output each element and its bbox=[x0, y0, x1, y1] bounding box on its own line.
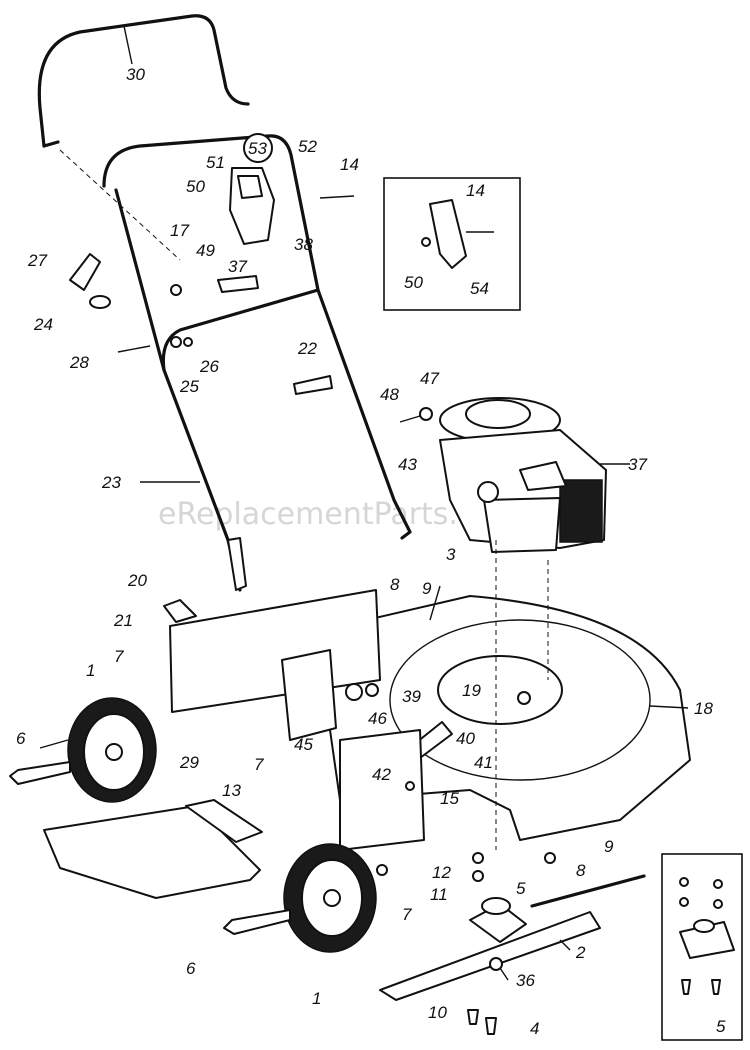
callout-20: 20 bbox=[127, 571, 147, 590]
callout-1b: 1 bbox=[312, 989, 321, 1008]
callout-49: 49 bbox=[196, 241, 215, 260]
callout-46: 46 bbox=[368, 709, 387, 728]
callout-11: 11 bbox=[430, 885, 448, 904]
callout-5: 5 bbox=[516, 879, 526, 898]
upper-handle bbox=[37, 14, 250, 261]
engine bbox=[399, 397, 607, 553]
callout-5b: 5 bbox=[716, 1017, 726, 1036]
callout-24: 24 bbox=[33, 315, 53, 334]
callout-51: 51 bbox=[206, 153, 225, 172]
leader-lines bbox=[39, 25, 689, 981]
callout-6b: 6 bbox=[186, 959, 196, 978]
inset-adapter-box bbox=[661, 853, 743, 1041]
callout-14: 14 bbox=[340, 155, 359, 174]
callout-52: 52 bbox=[298, 137, 317, 156]
callout-28: 28 bbox=[69, 353, 89, 372]
rear-wheel bbox=[9, 697, 157, 803]
callout-3: 3 bbox=[446, 545, 456, 564]
callout-8b: 8 bbox=[576, 861, 586, 880]
callout-labels: 30 53 52 51 50 14 17 49 37 38 27 24 28 2… bbox=[16, 65, 726, 1038]
callout-50: 50 bbox=[186, 177, 205, 196]
callout-29: 29 bbox=[179, 753, 199, 772]
callout-19: 19 bbox=[462, 681, 481, 700]
callout-18: 18 bbox=[694, 699, 713, 718]
axle-bracket bbox=[281, 649, 453, 851]
callout-4: 4 bbox=[530, 1019, 539, 1038]
callout-47: 47 bbox=[420, 369, 439, 388]
callout-8: 8 bbox=[390, 575, 400, 594]
inset-control-box bbox=[383, 177, 521, 311]
callout-39: 39 bbox=[402, 687, 421, 706]
front-wheel bbox=[223, 843, 388, 953]
discharge-chute bbox=[43, 799, 263, 899]
callout-22: 22 bbox=[297, 339, 317, 358]
handle-hardware bbox=[69, 195, 355, 395]
callout-9: 9 bbox=[422, 579, 432, 598]
callout-7c: 7 bbox=[402, 905, 412, 924]
blade-assembly bbox=[379, 852, 646, 1035]
callout-25: 25 bbox=[179, 377, 199, 396]
callout-15: 15 bbox=[440, 789, 459, 808]
callout-27: 27 bbox=[27, 251, 47, 270]
callout-17: 17 bbox=[170, 221, 189, 240]
callout-54: 54 bbox=[470, 279, 489, 298]
callout-50b: 50 bbox=[404, 273, 423, 292]
callout-10: 10 bbox=[428, 1003, 447, 1022]
callout-42: 42 bbox=[372, 765, 391, 784]
callout-45: 45 bbox=[294, 735, 313, 754]
callout-37: 37 bbox=[228, 257, 247, 276]
callout-9b: 9 bbox=[604, 837, 614, 856]
callout-1: 1 bbox=[86, 661, 95, 680]
callout-2: 2 bbox=[575, 943, 586, 962]
callout-37b: 37 bbox=[628, 455, 647, 474]
lower-handle bbox=[102, 134, 412, 592]
callout-13: 13 bbox=[222, 781, 241, 800]
callout-7: 7 bbox=[114, 647, 124, 666]
callout-53: 53 bbox=[248, 139, 267, 158]
callout-36: 36 bbox=[516, 971, 535, 990]
callout-7b: 7 bbox=[254, 755, 264, 774]
control-assembly bbox=[217, 133, 275, 293]
callout-14b: 14 bbox=[466, 181, 485, 200]
callout-43: 43 bbox=[398, 455, 417, 474]
callout-40: 40 bbox=[456, 729, 475, 748]
callout-12: 12 bbox=[432, 863, 451, 882]
callout-6: 6 bbox=[16, 729, 26, 748]
callout-30: 30 bbox=[126, 65, 145, 84]
callout-38: 38 bbox=[294, 235, 313, 254]
callout-26: 26 bbox=[199, 357, 219, 376]
callout-41: 41 bbox=[474, 753, 493, 772]
callout-48: 48 bbox=[380, 385, 399, 404]
callout-23: 23 bbox=[101, 473, 121, 492]
callout-21: 21 bbox=[113, 611, 133, 630]
